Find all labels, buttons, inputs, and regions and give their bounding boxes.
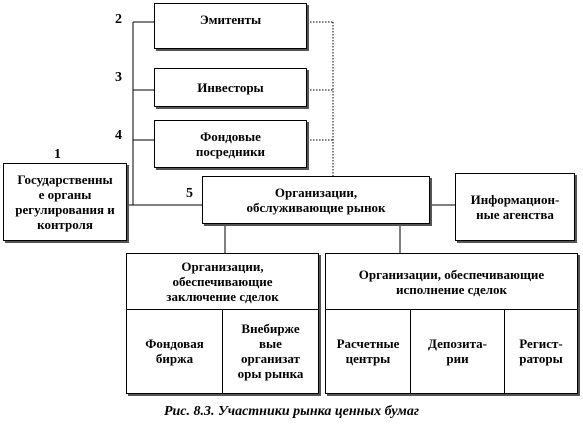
market-orgs-label-1: Организации, (274, 185, 358, 200)
market-orgs-box: Организации, обслуживающие рынок (202, 176, 430, 224)
stock-exchange-label-2: биржа (155, 351, 194, 366)
deal-execution-label-2: исполнение сделок (395, 281, 508, 297)
otc-label-2: вые (259, 336, 282, 351)
registrars-cell: Регист- раторы (505, 309, 577, 393)
otc-label-3: организат (241, 351, 300, 366)
info-agencies-label-2: ные агенства (476, 207, 554, 222)
deal-execution-label-1: Организации, обеспечивающие (358, 266, 545, 282)
deal-conclusion-label-1: Организации, (181, 259, 264, 274)
registrars-label-1: Регист- (519, 336, 563, 351)
deal-conclusion-label-3: заключение сделок (166, 289, 279, 304)
deal-conclusion-label-2: обеспечивающие (172, 274, 273, 289)
label-number-2: 2 (115, 12, 122, 27)
otc-organizers-cell: Внебирже вые организат оры рынка (223, 309, 318, 393)
figure-caption: Рис. 8.3. Участники рынка ценных бумаг (163, 404, 420, 419)
stock-exchange-label-1: Фондовая (145, 336, 204, 351)
otc-label-4: оры рынка (237, 366, 304, 381)
stock-exchange-cell: Фондовая биржа (127, 309, 223, 393)
government-label-1: Государственны (17, 172, 113, 187)
info-agencies-label-1: Информацион- (470, 192, 560, 207)
deal-conclusion-group: Организации, обеспечивающие заключение с… (126, 253, 319, 394)
government-label-4: контроля (37, 217, 93, 232)
market-orgs-label-2: обслуживающие рынок (246, 200, 386, 215)
intermediaries-box: Фондовые посредники (154, 120, 307, 168)
label-number-3: 3 (115, 70, 122, 85)
otc-label-1: Внебирже (241, 321, 300, 336)
emitters-box: Эмитенты (154, 3, 307, 49)
settlement-label-2: центры (345, 351, 391, 366)
depository-label-2: рии (446, 351, 469, 366)
intermediaries-label-1: Фондовые (200, 129, 261, 144)
depositories-cell: Депозита- рии (411, 309, 505, 393)
registrars-label-2: раторы (519, 351, 563, 366)
depository-label-1: Депозита- (428, 336, 487, 351)
intermediaries-label-2: посредники (195, 144, 266, 159)
deal-execution-group: Организации, обеспечивающие исполнение с… (325, 253, 578, 394)
settlement-label-1: Расчетные (336, 336, 400, 351)
deal-conclusion-header: Организации, обеспечивающие заключение с… (127, 254, 318, 310)
government-label-2: е органы (38, 187, 92, 202)
label-number-5: 5 (186, 186, 193, 201)
settlement-centers-cell: Расчетные центры (326, 309, 411, 393)
deal-execution-header: Организации, обеспечивающие исполнение с… (326, 254, 577, 310)
investors-box: Инвесторы (154, 68, 307, 107)
government-label-3: регулирования и (15, 202, 115, 217)
label-number-1: 1 (54, 147, 61, 162)
investors-label: Инвесторы (197, 80, 264, 95)
info-agencies-box: Информацион- ные агенства (455, 173, 575, 241)
emitters-label: Эмитенты (199, 12, 262, 27)
government-box: Государственны е органы регулирования и … (3, 163, 127, 241)
label-number-4: 4 (115, 128, 122, 143)
